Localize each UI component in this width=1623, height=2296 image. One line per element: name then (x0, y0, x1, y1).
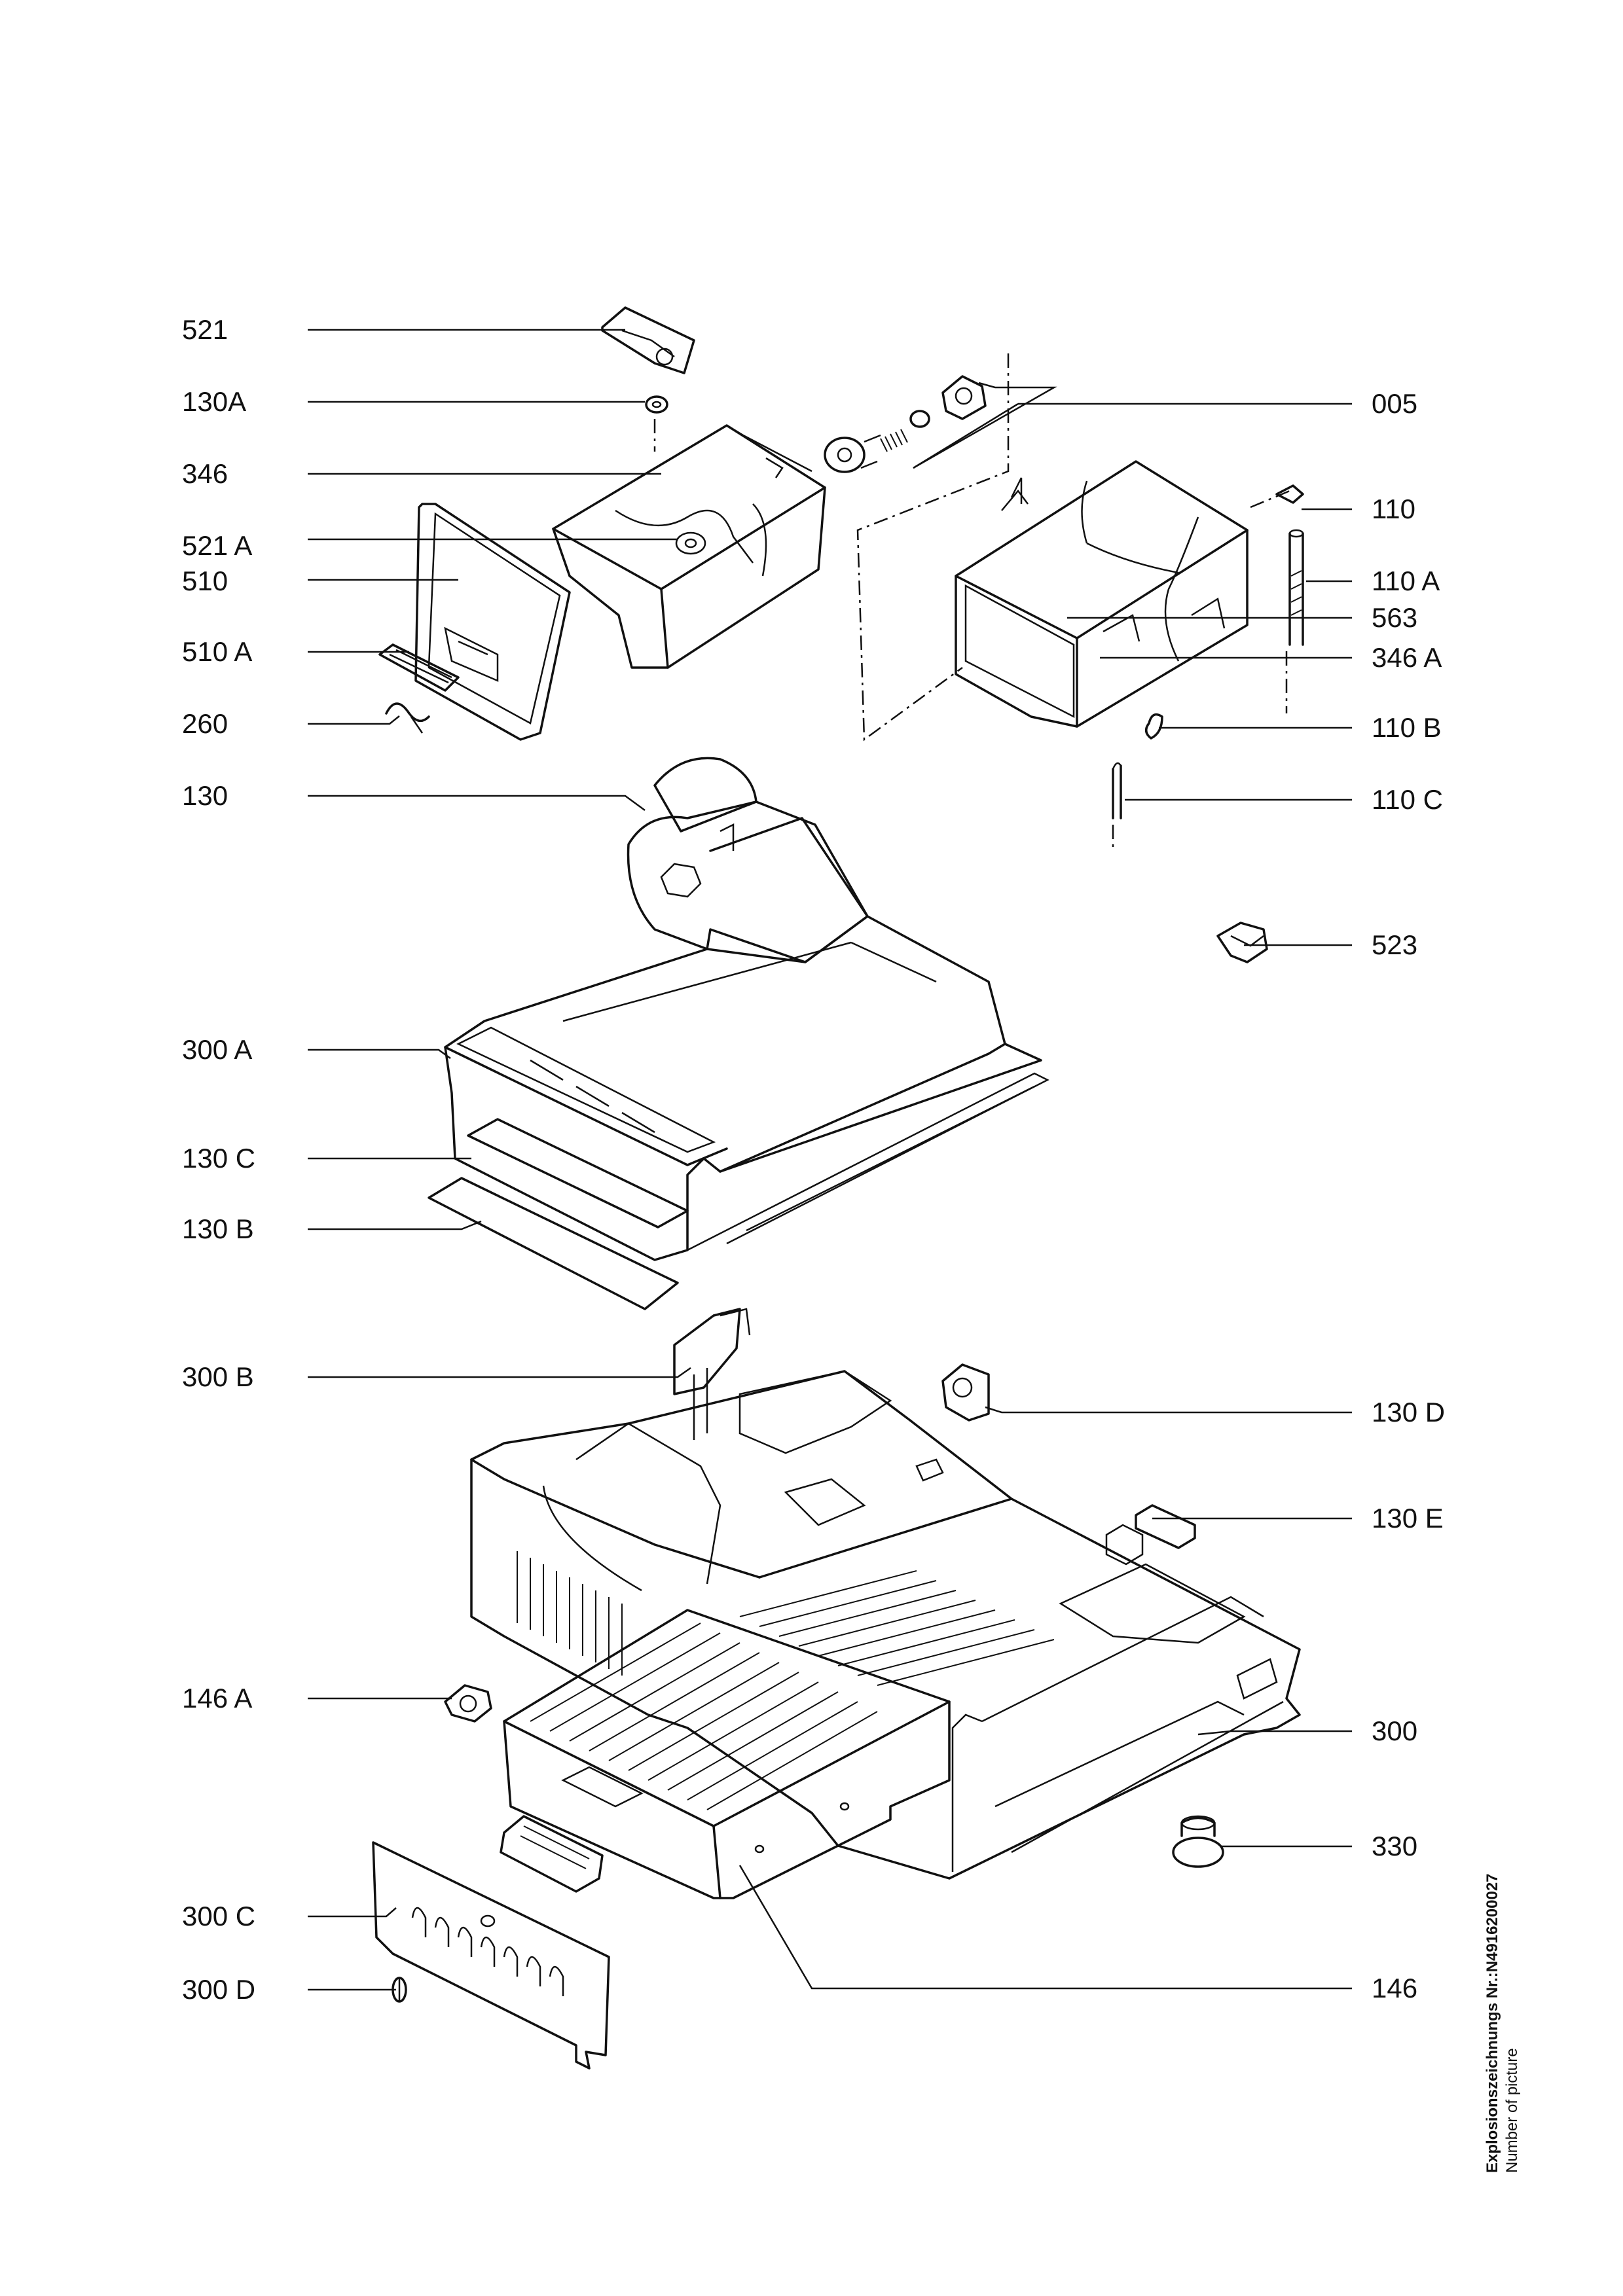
part-110C-pin (1112, 762, 1122, 819)
label-300D: 300 D (182, 1974, 256, 2005)
label-130: 130 (182, 780, 228, 811)
part-146A-cap (444, 1684, 492, 1723)
label-563: 563 (1372, 602, 1418, 633)
leader-lines-right (739, 382, 1352, 1990)
picture-number-caption: Explosionszeichnungs Nr.:N4916200027 Num… (1483, 1873, 1535, 2179)
part-130C-seal (467, 1118, 689, 1229)
part-110B-clip (1144, 713, 1163, 740)
label-330: 330 (1372, 1831, 1418, 1861)
label-521: 521 (182, 314, 228, 345)
label-146: 146 (1372, 1973, 1418, 2003)
label-300A: 300 A (182, 1034, 253, 1065)
part-005-thermostat (824, 375, 987, 473)
part-130A-washer (645, 395, 668, 414)
part-300C-grille (372, 1841, 610, 2070)
caption-subtitle: Number of picture (1503, 2048, 1521, 2173)
label-346A: 346 A (1372, 642, 1442, 673)
label-110C: 110 C (1372, 784, 1443, 815)
label-521A: 521 A (182, 530, 253, 561)
label-110A: 110 A (1372, 565, 1440, 596)
part-510A-panel (378, 643, 460, 692)
label-300: 300 (1372, 1715, 1418, 1746)
part-330-foot (1172, 1815, 1224, 1868)
part-300-base (470, 1370, 1301, 1880)
label-300B: 300 B (182, 1361, 254, 1392)
caption-title: Explosionszeichnungs Nr.:N4916200027 (1484, 1873, 1501, 2173)
label-110: 110 (1372, 493, 1415, 524)
label-130A: 130A (182, 386, 247, 417)
part-521-clip (601, 306, 695, 374)
leader-lines-left (308, 329, 691, 1991)
part-drawer-handle (500, 1815, 604, 1893)
label-130E: 130 E (1372, 1503, 1444, 1534)
part-146-drawer (503, 1570, 1055, 1899)
label-510: 510 (182, 565, 228, 596)
part-130E-block (1105, 1504, 1196, 1566)
label-005: 005 (1372, 388, 1418, 419)
label-130C: 130 C (182, 1143, 256, 1174)
caption-rotated: Explosionszeichnungs Nr.:N4916200027 Num… (1483, 1873, 1522, 2173)
part-130B-seal (428, 1177, 679, 1310)
label-110B: 110 B (1372, 712, 1442, 743)
part-300B-baffle (673, 1308, 751, 1440)
guide-lines (653, 353, 1290, 851)
label-510A: 510 A (182, 636, 253, 667)
label-130D: 130 D (1372, 1397, 1446, 1427)
label-300C: 300 C (182, 1901, 256, 1931)
label-146A: 146 A (182, 1683, 253, 1713)
part-110-rod (1275, 484, 1304, 646)
part-523-bracket (1216, 922, 1268, 963)
part-130D-lamp (941, 1363, 990, 1422)
part-346A-housing (955, 460, 1249, 728)
label-130B: 130 B (182, 1213, 254, 1244)
label-260: 260 (182, 708, 228, 739)
part-300A-cover (444, 915, 1049, 1261)
part-510-frame (414, 503, 571, 741)
part-300D-clip (392, 1977, 407, 2003)
label-346: 346 (182, 458, 228, 489)
label-523: 523 (1372, 929, 1418, 960)
part-130-duct (627, 757, 869, 963)
part-346-block (552, 424, 826, 669)
part-260-wire (385, 702, 430, 734)
